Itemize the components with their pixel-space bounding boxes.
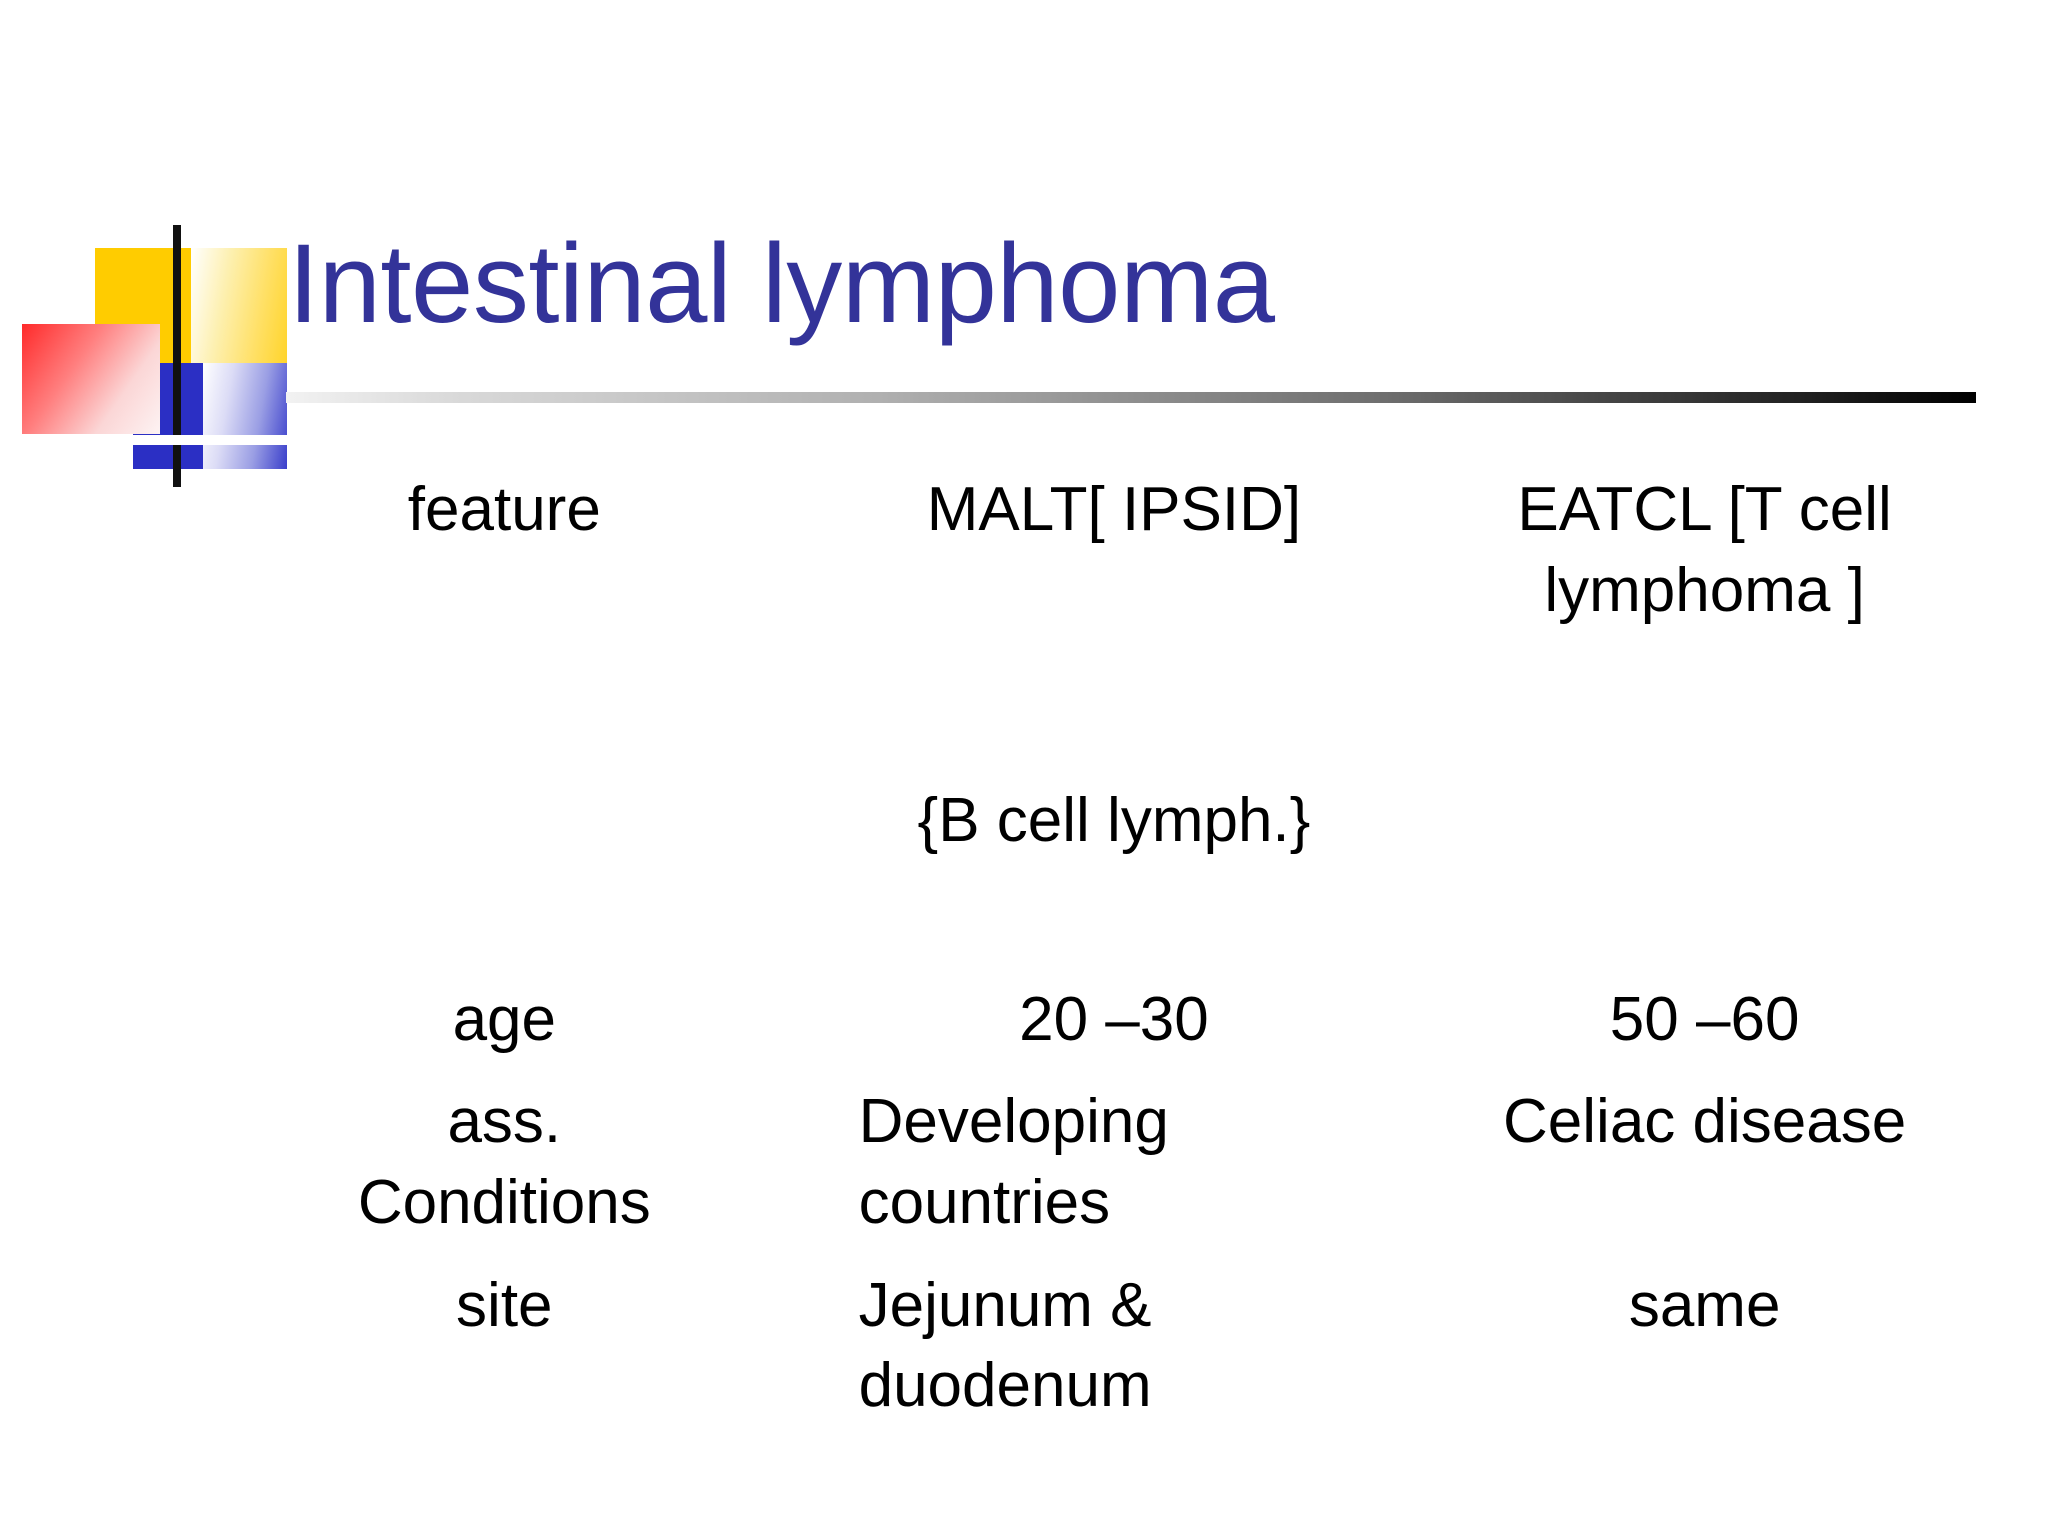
subheader-malt: {B cell lymph.}: [917, 786, 1311, 856]
vertical-rule-icon: [173, 225, 181, 487]
row-feature-age: age: [452, 984, 557, 1054]
table-row: age 20 –30 50 –60: [210, 980, 2000, 1061]
row-malt-ass: Developing: [858, 1087, 1169, 1157]
row-eatcl-ass: Celiac disease: [1503, 1087, 1907, 1157]
table-row: Conditions countries: [210, 1163, 2000, 1244]
row-malt-site-cont: duodenum: [858, 1351, 1152, 1421]
table-row: site Jejunum & same: [210, 1266, 2000, 1347]
row-feature-site: site: [456, 1270, 553, 1340]
row-eatcl-site: same: [1628, 1270, 1781, 1340]
column-header-eatcl-line1: EATCL [T cell: [1517, 475, 1892, 544]
row-eatcl-age: 50 –60: [1609, 984, 1800, 1054]
slide-title: Intestinal lymphoma: [288, 221, 1275, 346]
column-header-eatcl-line2: lymphoma ]: [1544, 555, 1865, 625]
yellow-gradient-square-icon: [191, 248, 287, 364]
row-eatcl-conditions: [1409, 1163, 2000, 1244]
table-subheader-row: {B cell lymph.}: [210, 781, 2000, 862]
red-gradient-square-icon: [22, 324, 160, 434]
blue-gradient-square-icon: [203, 363, 287, 469]
row-malt-age: 20 –30: [1019, 984, 1209, 1054]
row-feature-conditions: Conditions: [357, 1167, 651, 1237]
comparison-table: feature MALT[ IPSID] EATCL [T cell lymph…: [210, 470, 2000, 1427]
table-row: ass. Developing Celiac disease: [210, 1082, 2000, 1163]
row-feature-site-cont: [210, 1346, 819, 1427]
column-header-eatcl: EATCL [T cell lymphoma ]: [1409, 470, 2000, 631]
row-malt-site: Jejunum &: [858, 1270, 1152, 1340]
column-header-feature: feature: [407, 475, 601, 544]
decorative-squares-logo: [18, 215, 313, 487]
table-header-row: feature MALT[ IPSID] EATCL [T cell lymph…: [210, 470, 2000, 631]
row-malt-conditions: countries: [858, 1167, 1111, 1237]
row-feature-ass: ass.: [447, 1087, 562, 1157]
column-header-malt: MALT[ IPSID]: [926, 475, 1302, 544]
title-divider: [286, 392, 1976, 403]
white-notch-icon: [113, 435, 313, 445]
row-eatcl-site-cont: [1409, 1346, 2000, 1427]
table-row: duodenum: [210, 1346, 2000, 1427]
